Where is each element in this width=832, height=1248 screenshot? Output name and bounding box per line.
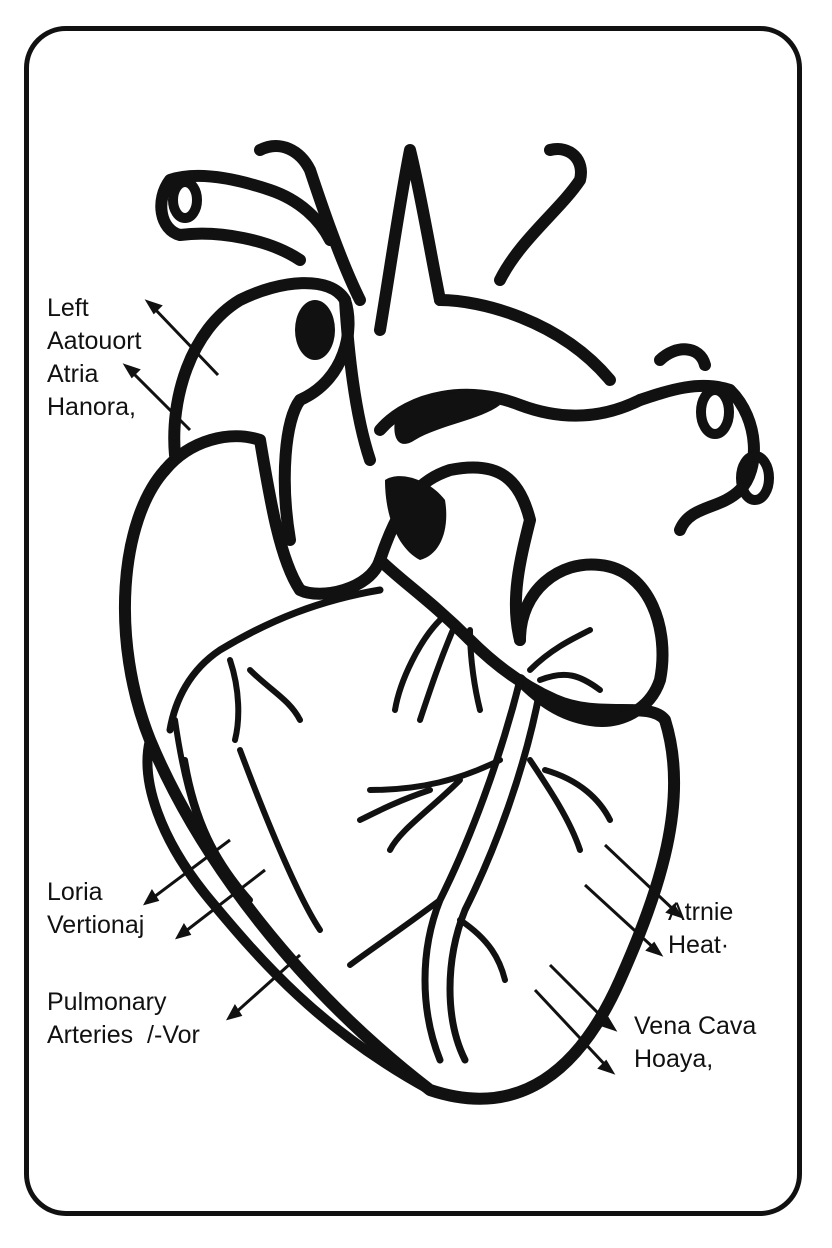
coronary-branch-left-c bbox=[172, 717, 253, 903]
coronary-branch-right bbox=[527, 757, 613, 853]
arrow-mid-left-1 bbox=[149, 838, 231, 902]
pulmonary-opening-1 bbox=[696, 385, 734, 439]
coronary-branch-mid bbox=[357, 757, 503, 853]
pulmonary-artery-right bbox=[634, 379, 760, 536]
arrow-mid-right-2 bbox=[583, 883, 658, 952]
label-bottom-left-extra: /-Vor bbox=[147, 1021, 200, 1049]
pulmonary-valve-dark bbox=[385, 476, 447, 560]
superior-vena-cava bbox=[155, 169, 336, 266]
label-bottom-left-line2: Arteries bbox=[47, 1021, 134, 1049]
label-bottom-right: Vena Cava Hoaya, bbox=[634, 1010, 756, 1076]
arrow-mid-right-1 bbox=[603, 843, 678, 914]
left-atrium bbox=[514, 558, 669, 727]
aorta-opening bbox=[394, 393, 500, 444]
aortic-branch-2 bbox=[374, 144, 446, 336]
descending-coronary bbox=[421, 676, 524, 1064]
aorta-left-side bbox=[339, 294, 376, 466]
coronary-branch-left-a bbox=[166, 586, 384, 734]
label-bottom-right-line2: Hoaya, bbox=[634, 1045, 714, 1073]
right-heart-outline bbox=[159, 430, 386, 600]
coronary-branch-lower bbox=[347, 897, 508, 983]
left-ventricle-wall bbox=[142, 735, 435, 1095]
label-top-left-line3: Atria bbox=[47, 360, 99, 388]
atrium-opening bbox=[295, 300, 335, 360]
label-mid-right-line1: Atrnie bbox=[668, 898, 734, 926]
arrow-top-left-2 bbox=[128, 368, 192, 432]
coronary-branch-atrium bbox=[527, 627, 603, 693]
descending-coronary-inner bbox=[446, 686, 544, 1064]
arrow-bottom-right-2 bbox=[533, 988, 610, 1070]
label-mid-left-line1: Loria bbox=[47, 878, 103, 906]
diagram-frame bbox=[24, 26, 802, 1216]
arrow-bottom-left bbox=[231, 953, 302, 1017]
coronary-branch-left-b bbox=[227, 657, 303, 743]
arrow-mid-left-2 bbox=[181, 868, 266, 936]
label-bottom-right-line1: Vena Cava bbox=[634, 1012, 757, 1040]
label-top-left: Left Aatouort Atria Hanora, bbox=[47, 292, 142, 424]
arrow-top-left-1 bbox=[150, 304, 220, 377]
label-bottom-left-line1: Pulmonary bbox=[47, 988, 167, 1016]
label-bottom-left: Pulmonary Arteries /-Vor bbox=[47, 986, 200, 1052]
aortic-branch-1 bbox=[254, 140, 366, 306]
vena-cava-opening bbox=[168, 177, 202, 223]
pulmonary-opening-2 bbox=[736, 451, 774, 505]
label-bottom-left-line2-wrap: Arteries /-Vor bbox=[47, 1019, 200, 1052]
pulmonary-tube-top bbox=[654, 343, 711, 371]
label-mid-right-line2: Heat· bbox=[668, 931, 730, 959]
label-mid-left-line2: Vertionaj bbox=[47, 911, 145, 939]
coronary-branch-center bbox=[392, 617, 483, 723]
label-top-left-line2: Aatouort bbox=[47, 327, 142, 355]
aortic-branch-3 bbox=[494, 143, 587, 286]
left-ventricle-vessel bbox=[237, 747, 323, 933]
aortic-arch bbox=[434, 294, 616, 386]
label-mid-left: Loria Vertionaj bbox=[47, 876, 144, 942]
label-mid-right: Atrnie Heat· bbox=[668, 896, 733, 962]
label-top-left-line1: Left bbox=[47, 294, 89, 322]
arrow-bottom-right-1 bbox=[548, 963, 612, 1027]
label-top-left-line4: Hanora, bbox=[47, 393, 136, 421]
